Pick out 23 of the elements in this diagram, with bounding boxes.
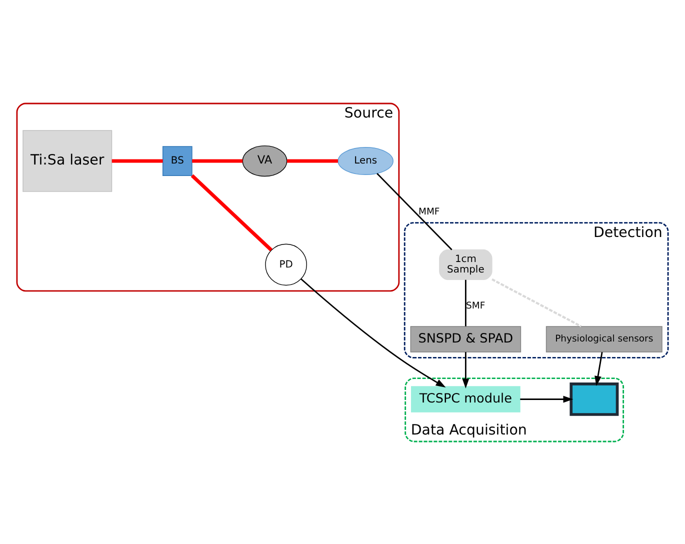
arrow: [300, 278, 446, 387]
arrow: [462, 352, 470, 388]
arrow: [594, 351, 603, 386]
connector: [376, 172, 452, 250]
connector: [112, 158, 163, 162]
node-box: BS: [162, 146, 192, 176]
edge-label: SMF: [466, 300, 486, 311]
connector: [464, 279, 466, 326]
node-box: Physiological sensors: [546, 326, 662, 352]
arrow: [520, 395, 574, 402]
node-ellipse: VA: [242, 144, 288, 176]
connector: [190, 174, 272, 251]
node-box: 1cm Sample: [439, 248, 492, 280]
node-circle: PD: [265, 243, 307, 286]
connector: [287, 158, 338, 162]
connector: [192, 158, 243, 162]
node-box: Ti:Sa laser: [22, 130, 112, 192]
node-box: SNSPD & SPAD: [410, 326, 522, 352]
node-monitor: [570, 382, 619, 416]
node-box: TCSPC module: [411, 386, 520, 412]
edge-label: MMF: [418, 206, 440, 218]
connector: [492, 278, 582, 327]
node-ellipse: Lens: [338, 146, 394, 174]
